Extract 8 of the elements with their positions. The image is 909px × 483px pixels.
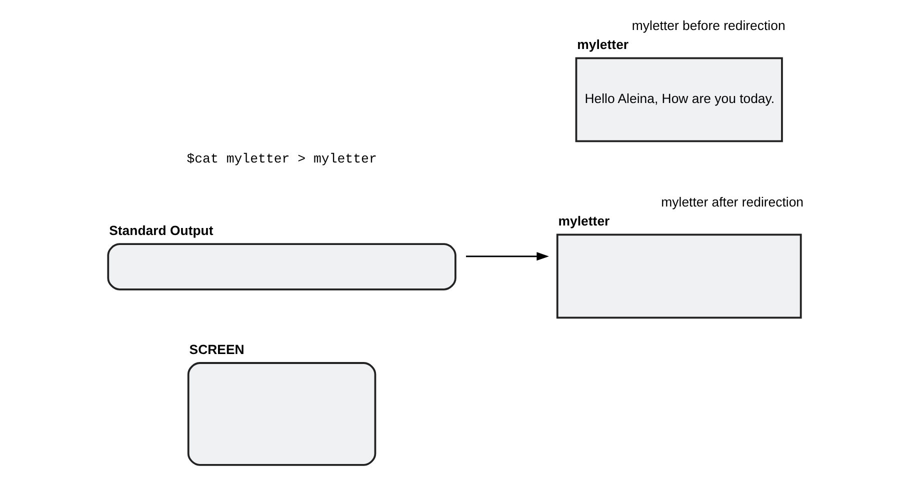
node-label: myletter: [558, 213, 610, 228]
label: $cat myletter > myletter: [186, 152, 377, 167]
node-label: myletter after redirection: [661, 194, 804, 210]
node-label: myletter: [577, 36, 629, 52]
node-label: myletter before redirection: [632, 18, 786, 34]
arrow: [466, 252, 549, 261]
node-label: Standard Output: [109, 222, 214, 238]
node-label: SCREEN: [189, 342, 244, 357]
